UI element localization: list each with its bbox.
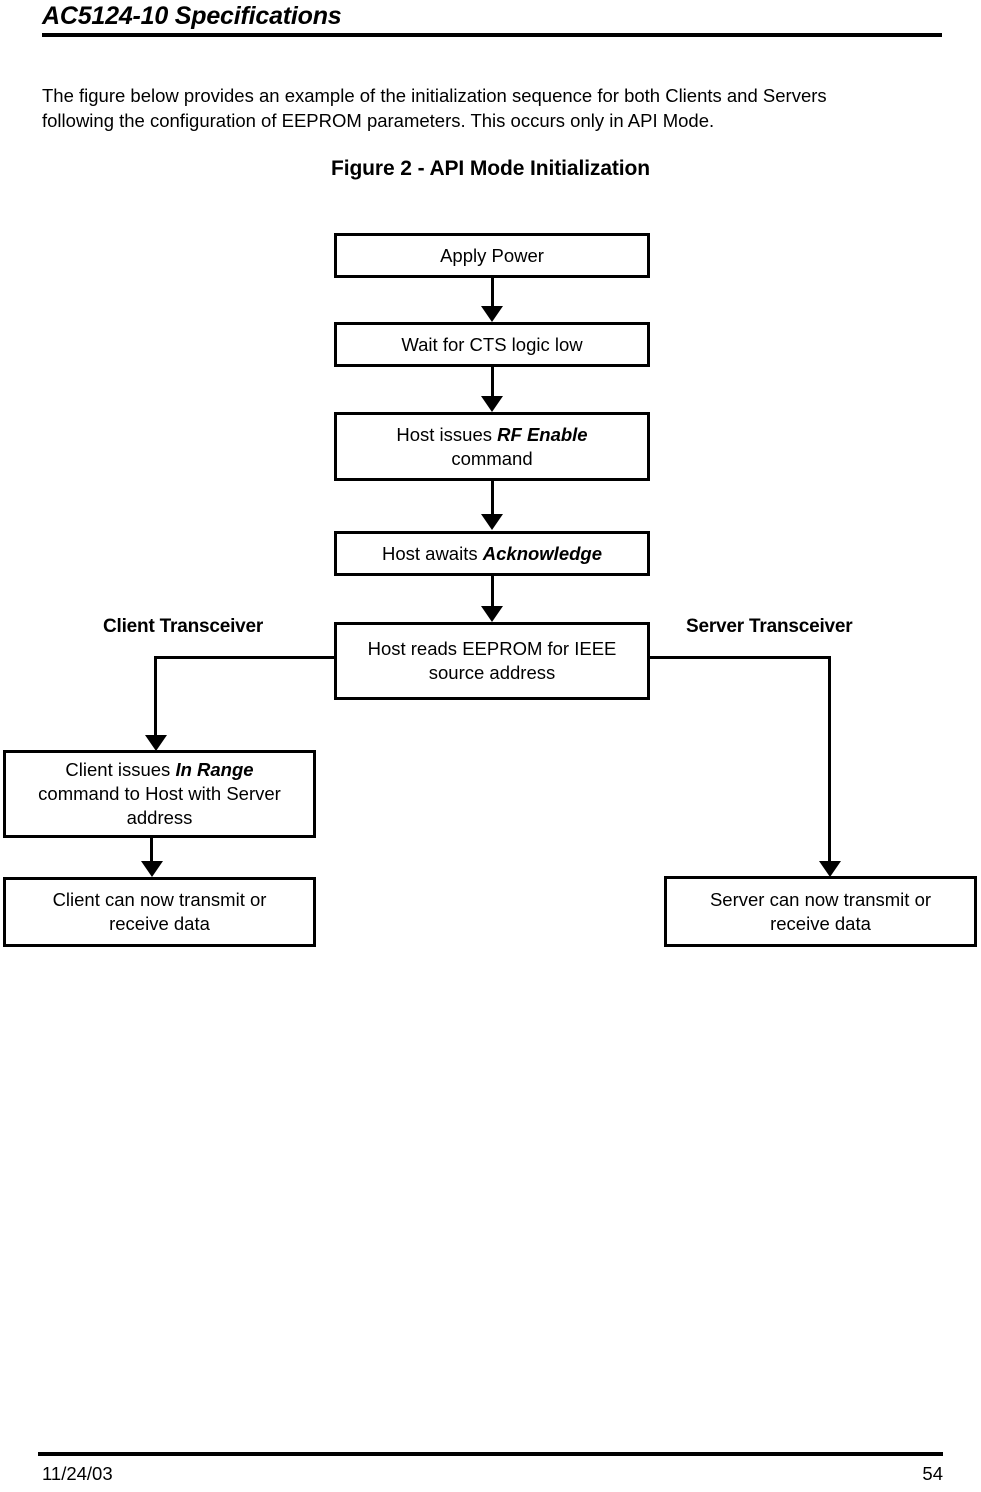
flow-node-client-in-range-emphasis: In Range <box>175 759 254 780</box>
connector-ack-to-eeprom <box>491 576 494 608</box>
flow-node-read-eeprom-line2: source address <box>428 662 556 683</box>
flow-node-client-in-range-line2: command to Host with Server <box>38 783 281 804</box>
flow-node-client-ready: Client can now transmit or receive data <box>3 877 316 947</box>
connector-wait-to-rfenable <box>491 367 494 397</box>
flow-node-rf-enable-line1-prefix: Host issues <box>396 423 498 445</box>
label-client-transceiver: Client Transceiver <box>103 616 264 637</box>
arrowhead-wait-to-rfenable <box>481 396 503 412</box>
footer-divider <box>38 1452 943 1456</box>
connector-inrange-to-clientready <box>150 838 153 865</box>
flow-node-rf-enable: Host issues RF Enable command <box>334 412 650 481</box>
flow-node-client-in-range: Client issues In Range command to Host w… <box>3 750 316 838</box>
flow-node-rf-enable-label: Host issues RF Enable command <box>396 423 587 471</box>
label-server-transceiver: Server Transceiver <box>686 616 853 637</box>
arrowhead-eeprom-to-server <box>819 861 841 877</box>
flow-node-wait-cts-label: Wait for CTS logic low <box>401 333 583 355</box>
arrowhead-inrange-to-clientready <box>141 861 163 877</box>
flow-node-server-ready-line2: receive data <box>770 912 871 934</box>
arrowhead-eeprom-to-client <box>145 735 167 751</box>
connector-eeprom-to-server-horizontal <box>648 656 831 659</box>
flow-node-acknowledge-prefix: Host awaits <box>381 542 483 564</box>
flow-node-client-ready-label: Client can now transmit or receive data <box>53 888 267 936</box>
flow-node-server-ready-line1: Server can now transmit or <box>709 888 932 910</box>
flow-node-rf-enable-line2: command <box>451 447 533 469</box>
flow-node-wait-cts: Wait for CTS logic low <box>334 322 650 367</box>
footer-page-number: 54 <box>922 1463 943 1484</box>
connector-apply-to-wait <box>491 278 494 310</box>
arrowhead-apply-to-wait <box>481 306 503 322</box>
flow-node-read-eeprom-line1: Host reads EEPROM for IEEE <box>367 638 617 659</box>
flow-node-read-eeprom-label: Host reads EEPROM for IEEE source addres… <box>368 637 617 685</box>
flow-node-read-eeprom: Host reads EEPROM for IEEE source addres… <box>334 622 650 700</box>
connector-eeprom-to-server-vertical <box>828 656 831 864</box>
arrowhead-ack-to-eeprom <box>481 606 503 622</box>
intro-paragraph: The figure below provides an example of … <box>42 84 827 131</box>
header-divider <box>42 33 942 37</box>
footer-date: 11/24/03 <box>42 1463 113 1484</box>
flow-node-client-in-range-label: Client issues In Range command to Host w… <box>38 758 281 830</box>
flow-node-client-in-range-line1-prefix: Client issues <box>65 759 176 780</box>
flow-node-client-ready-line1: Client can now transmit or <box>52 889 267 910</box>
flow-node-server-ready: Server can now transmit or receive data <box>664 876 977 947</box>
flow-node-server-ready-label: Server can now transmit or receive data <box>710 888 931 936</box>
page-title: AC5124-10 Specifications <box>42 2 342 30</box>
flow-node-acknowledge-label: Host awaits Acknowledge <box>382 542 602 566</box>
flow-node-rf-enable-emphasis: RF Enable <box>497 423 588 445</box>
connector-eeprom-to-client-horizontal <box>154 656 336 659</box>
connector-rfenable-to-ack <box>491 481 494 515</box>
flow-node-acknowledge-emphasis: Acknowledge <box>482 542 602 564</box>
flow-node-apply-power: Apply Power <box>334 233 650 278</box>
flow-node-apply-power-label: Apply Power <box>440 244 544 266</box>
flow-node-client-ready-line2: receive data <box>109 913 210 934</box>
figure-caption: Figure 2 - API Mode Initialization <box>330 157 650 180</box>
connector-eeprom-to-client-vertical <box>154 656 157 738</box>
arrowhead-rfenable-to-ack <box>481 514 503 530</box>
flowchart: Apply Power Wait for CTS logic low Host … <box>3 233 977 947</box>
flow-node-client-in-range-line3: address <box>126 807 193 828</box>
flow-node-acknowledge: Host awaits Acknowledge <box>334 531 650 576</box>
